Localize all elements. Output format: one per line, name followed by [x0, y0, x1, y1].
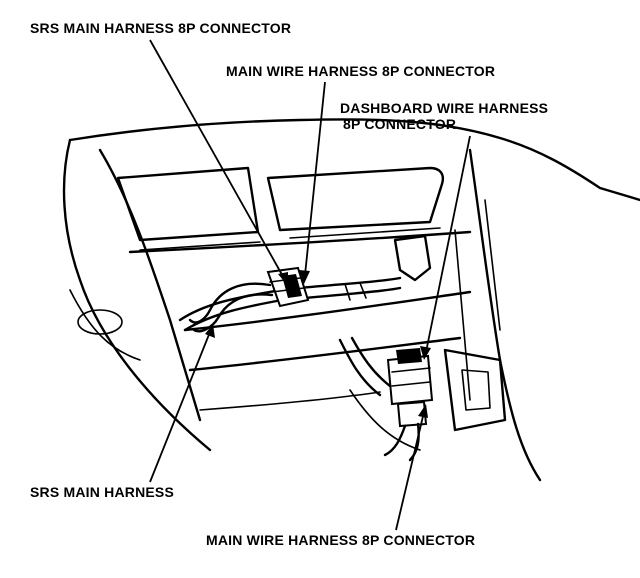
- leader-srs-harness-arrow: [205, 324, 215, 338]
- left-vent-oval: [77, 309, 123, 335]
- leader-main-conn-bottom-arrow: [418, 404, 428, 418]
- leader-dash-conn: [425, 135, 471, 353]
- leader-srs-connector: [149, 39, 286, 281]
- srs-main-harness-wire: [188, 282, 272, 324]
- leader-srs-harness: [149, 331, 211, 483]
- rail-bottom: [199, 391, 381, 411]
- left-panel-inner: [69, 289, 141, 361]
- leader-dash-conn-arrow: [420, 346, 431, 360]
- right-panel-inner: [454, 199, 501, 401]
- label-dashboard-line1: DASHBOARD WIRE HARNESS: [340, 100, 549, 116]
- lower-connector-stack: [386, 348, 434, 428]
- leader-main-conn-top-arrow: [299, 270, 310, 284]
- harness-clip: [344, 282, 367, 301]
- dashboard-outline: [68, 118, 640, 202]
- lower-harness-wire-left: [338, 336, 392, 397]
- upper-opening-right: [266, 166, 444, 232]
- leader-main-conn-bottom: [395, 411, 425, 531]
- dashboard-left-edge: [62, 138, 212, 452]
- rail-middle: [183, 290, 472, 332]
- leader-srs-connector-arrow: [278, 272, 288, 286]
- right-panel-outer: [468, 148, 542, 482]
- mount-bracket: [393, 234, 432, 282]
- rail-top: [128, 230, 472, 254]
- label-main-wire-harness-8p-connector-top: MAIN WIRE HARNESS 8P CONNECTOR: [226, 63, 496, 79]
- lower-panel-curve: [349, 389, 421, 451]
- label-srs-main-harness-8p-connector: SRS MAIN HARNESS 8P CONNECTOR: [30, 20, 292, 36]
- srs-main-harness-wire-2: [192, 293, 274, 333]
- left-panel-edge: [98, 148, 202, 422]
- label-dashboard-line2: 8P CONNECTOR: [343, 116, 457, 132]
- right-bracket-cut: [461, 369, 491, 411]
- lower-harness-wire: [383, 422, 420, 462]
- right-bracket: [443, 348, 507, 432]
- label-srs-main-harness: SRS MAIN HARNESS: [30, 484, 174, 500]
- upper-opening-shelf: [139, 227, 441, 251]
- label-main-wire-harness-8p-connector-bottom: MAIN WIRE HARNESS 8P CONNECTOR: [206, 532, 476, 548]
- leader-main-conn-top: [304, 81, 326, 276]
- label-dashboard-wire-harness-8p-connector: DASHBOARD WIRE HARNESS 8P CONNECTOR: [340, 100, 548, 132]
